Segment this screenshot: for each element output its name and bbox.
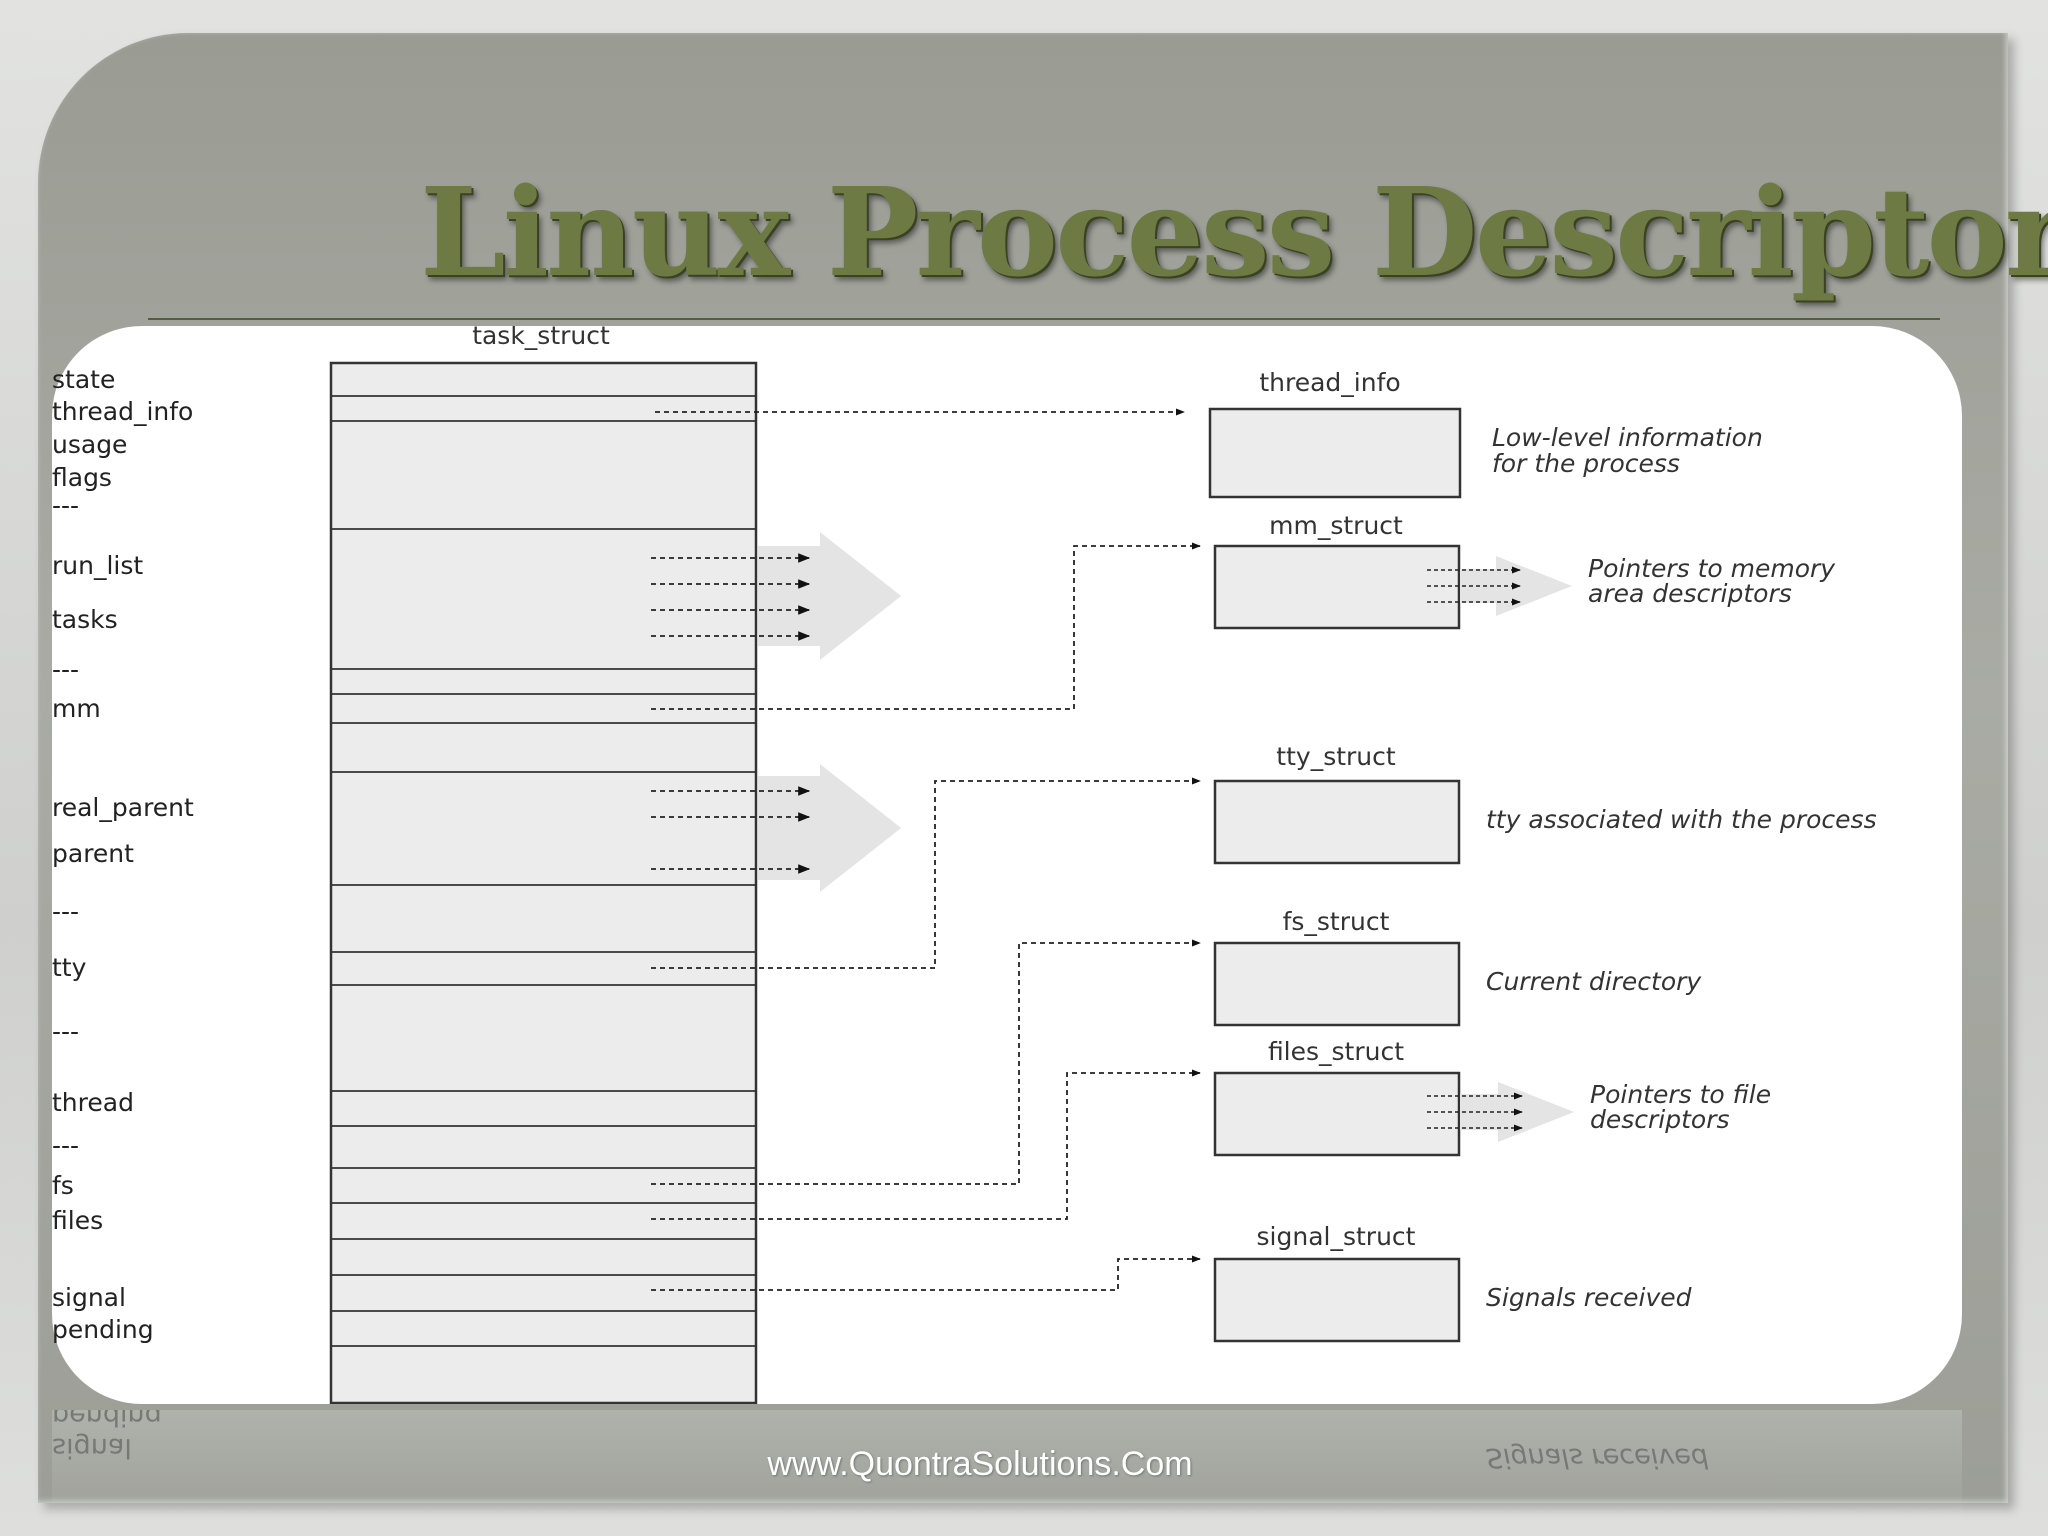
process-descriptor-diagram: task_struct state thread_info usage flag… [52,326,1877,1404]
signal-struct-box [1213,1257,1461,1343]
struct-connector-arrows [651,408,1201,1291]
field-state: state [52,365,115,394]
footer-url: www.QuontraSolutions.Com [767,1445,1193,1483]
field-tasks: tasks [52,605,118,634]
thread-info-description: for the process [1492,449,1680,478]
tty-struct-label: tty_struct [1276,742,1396,771]
reflection-signal: signal [52,1432,132,1463]
thread-info-description: Low-level information [1492,423,1763,452]
field-files: files [52,1206,103,1235]
files-struct-box [1213,1071,1461,1157]
task-struct-label: task_struct [472,326,610,350]
field-usage: usage [52,430,127,459]
task-struct-dividers [331,395,756,1347]
fs-struct-description: Current directory [1486,967,1702,996]
field-signal: signal [52,1283,126,1312]
files-struct-label: files_struct [1268,1037,1404,1066]
field-ellipsis: --- [52,491,79,520]
tty-struct-description: tty associated with the process [1486,805,1877,834]
field-parent: parent [52,839,134,868]
run-list-group-arrow [758,532,901,660]
files-struct-pointer-arrows [1427,1092,1523,1132]
fs-connector [651,939,1201,1185]
field-ellipsis: --- [52,1131,79,1160]
files-struct-description: descriptors [1590,1105,1730,1134]
mm-struct-label: mm_struct [1269,511,1403,540]
field-flags: flags [52,463,112,492]
mm-struct-description: area descriptors [1588,579,1792,608]
field-run-list: run_list [52,551,143,580]
panel-reflection: pending signal Signals received [52,1410,1962,1530]
files-connector [651,1069,1201,1220]
field-pending: pending [52,1315,154,1344]
thread-info-struct-label: thread_info [1259,368,1400,397]
field-mm: mm [52,694,101,723]
field-real-parent: real_parent [52,793,194,822]
slide-title: Linux Process Descriptor [420,160,2048,304]
task-struct-box [329,361,758,1404]
fs-struct-box [1213,941,1461,1027]
reflection-signals-received: Signals received [1486,1442,1708,1473]
field-ellipsis: --- [52,655,79,684]
tty-struct-box [1213,779,1461,865]
tty-connector [651,777,1201,969]
mm-connector [651,542,1201,710]
mm-struct-description: Pointers to memory [1588,554,1836,583]
field-ellipsis: --- [52,897,79,926]
field-thread: thread [52,1088,134,1117]
field-ellipsis: --- [52,1017,79,1046]
field-thread-info: thread_info [52,397,193,426]
mm-struct-box [1213,544,1461,630]
field-fs: fs [52,1171,74,1200]
files-struct-description: Pointers to file [1590,1080,1771,1109]
thread-info-struct-box [1208,407,1462,499]
signal-struct-description: Signals received [1486,1283,1692,1312]
title-rule [148,318,1940,320]
signal-struct-label: signal_struct [1257,1222,1416,1251]
reflection-pending: pending [52,1410,162,1431]
field-tty: tty [52,953,87,982]
parent-group-arrow [758,764,901,892]
fs-struct-label: fs_struct [1283,907,1390,936]
mm-struct-pointer-arrows [1427,566,1521,606]
